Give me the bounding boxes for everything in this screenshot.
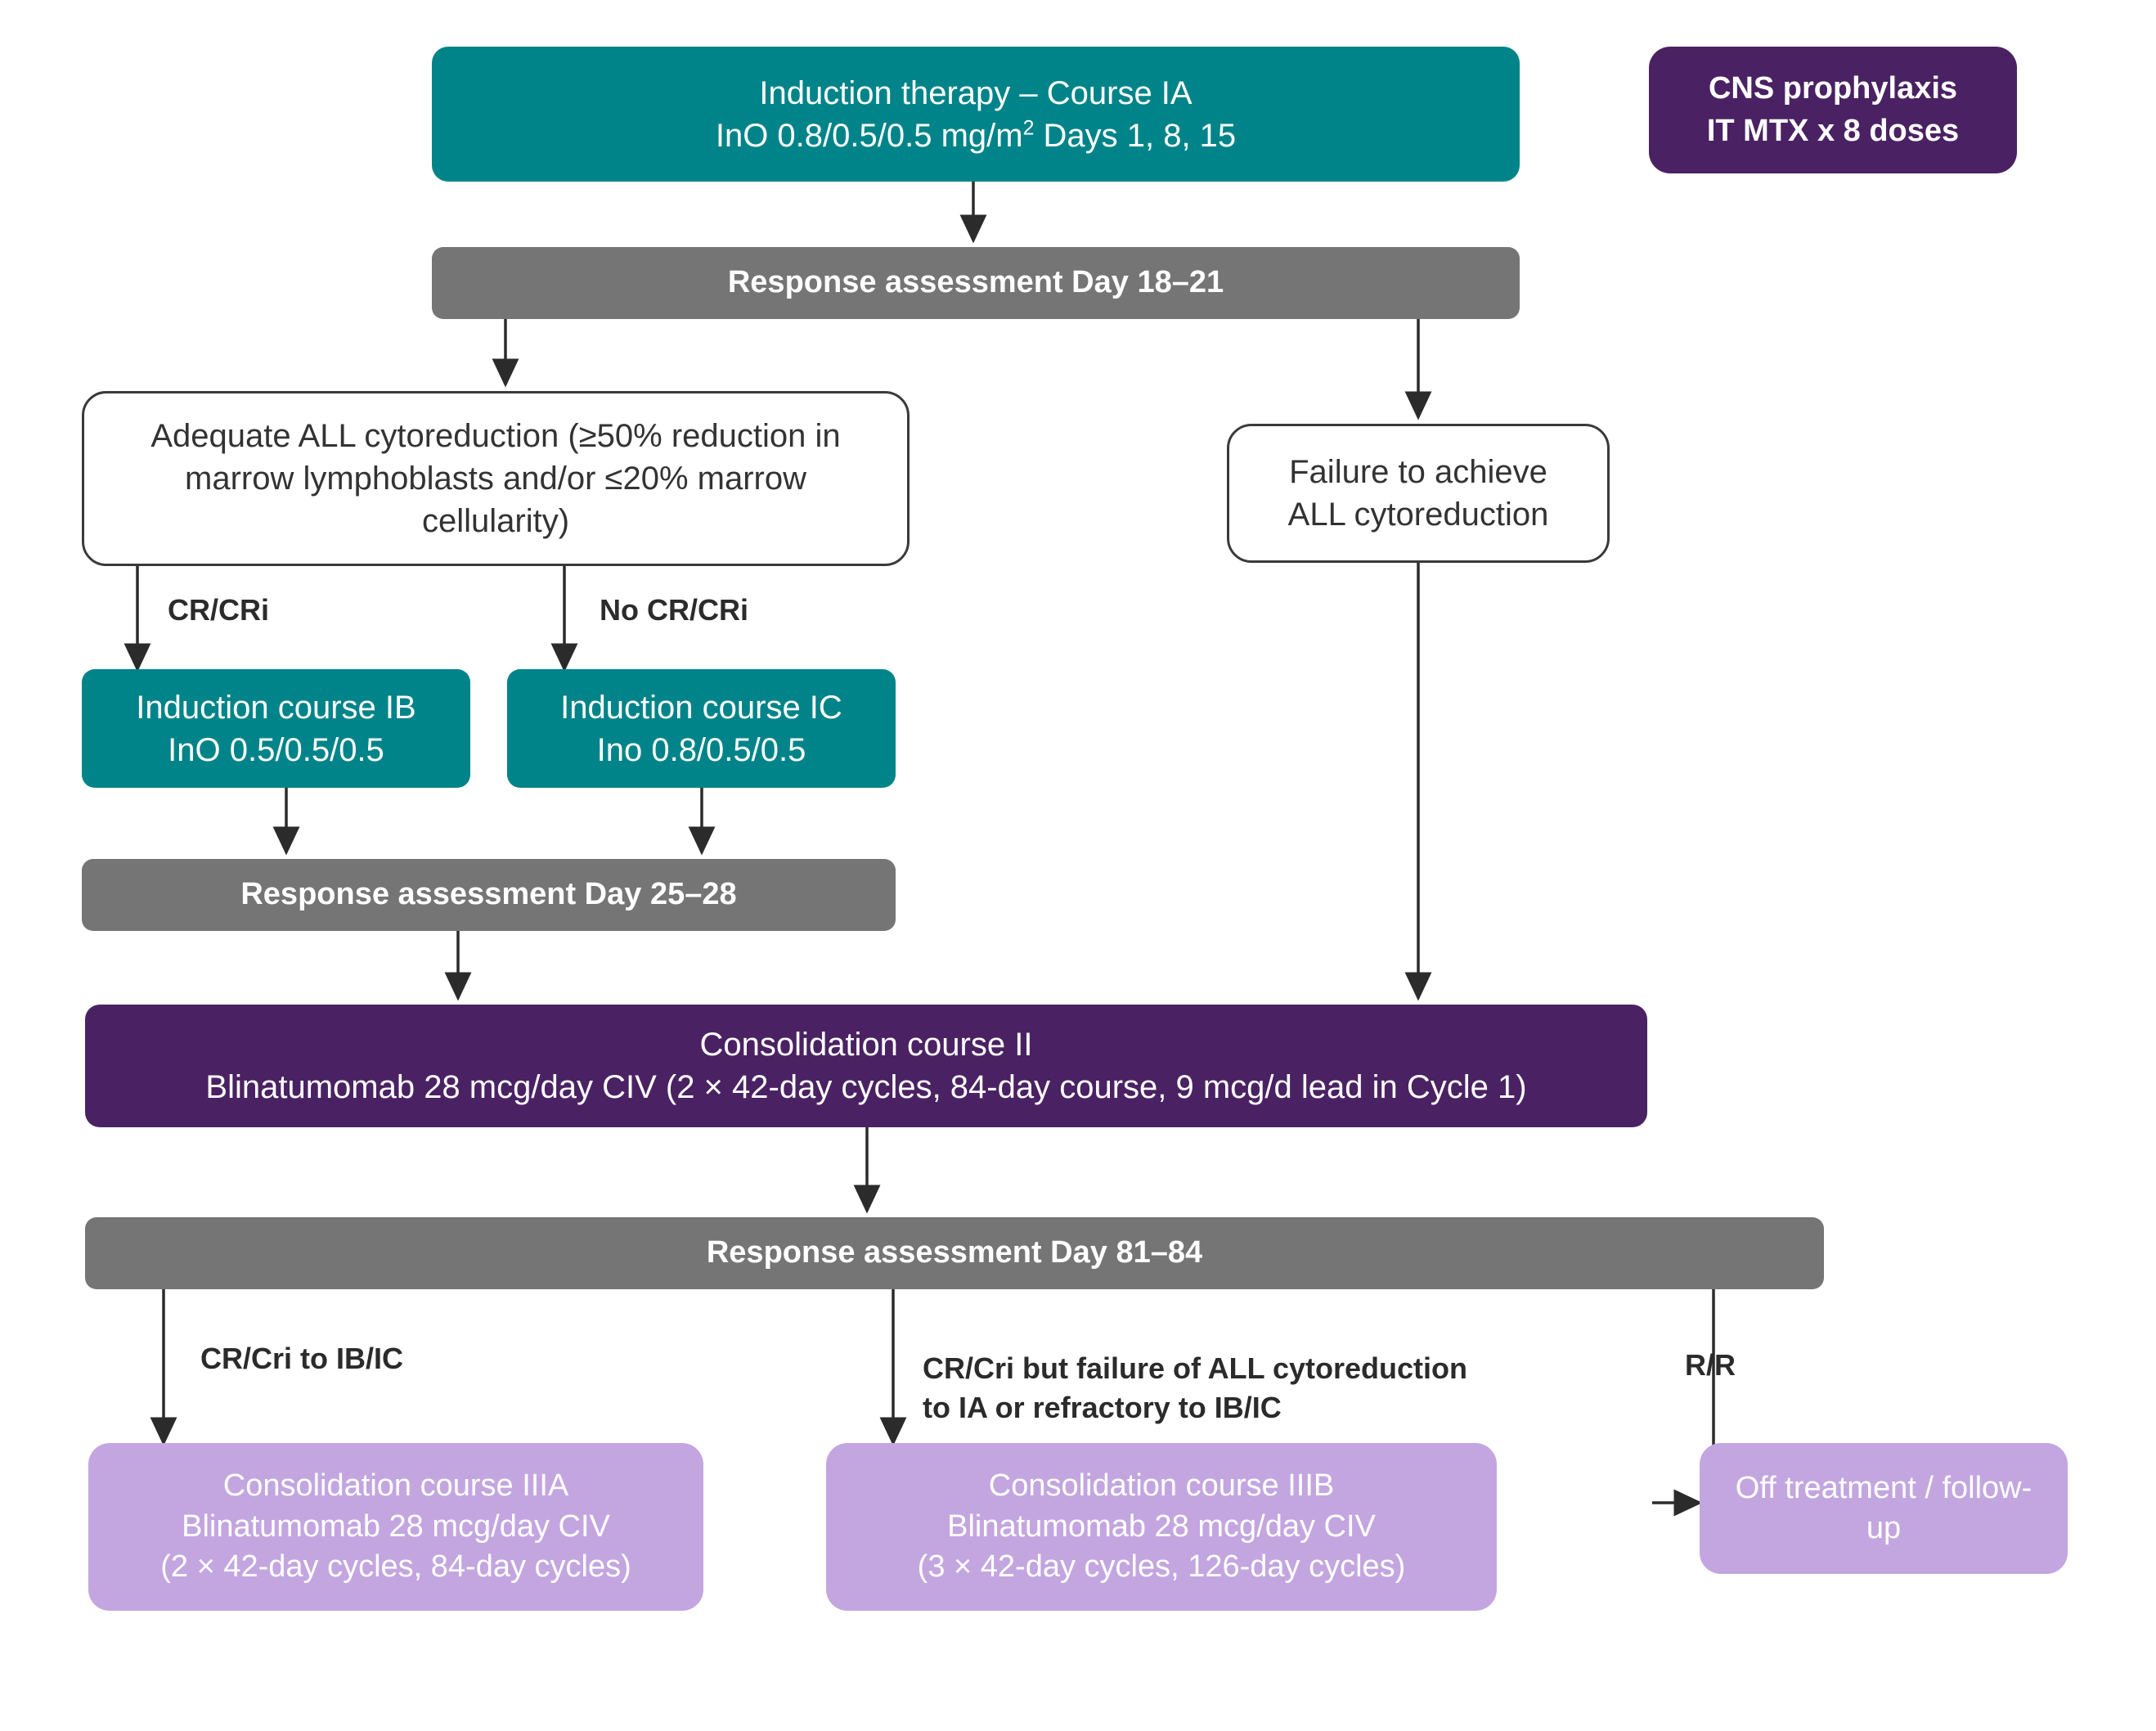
node-induction-course-ic[interactable]: Induction course IC Ino 0.8/0.5/0.5 [507,669,896,788]
assessment-18-21-label: Response assessment Day 18–21 [727,265,1224,300]
cns-prophylaxis-line2: IT MTX x 8 doses [1706,113,1960,148]
node-consolidation-course-iiib[interactable]: Consolidation course IIIB Blinatumomab 2… [826,1443,1497,1611]
adequate-cytoreduction-line2: marrow lymphoblasts and/or ≤20% marrow [185,461,806,497]
cns-prophylaxis-line1: CNS prophylaxis [1708,71,1958,106]
consolidation-ii-line2: Blinatumomab 28 mcg/day CIV (2 × 42-day … [205,1069,1527,1105]
edge-label-no-cr-cri: No CR/CRi [600,593,748,627]
edge-label-cr-cri-failure: CR/Cri but failure of ALL cytoreduction … [923,1309,1467,1428]
edge-label-cr-cri-to-ib-ic: CR/Cri to IB/IC [200,1342,403,1375]
consolidation-iiia-line2: Blinatumomab 28 mcg/day CIV [182,1508,610,1544]
node-induction-therapy-course-ia[interactable]: Induction therapy – Course IA InO 0.8/0.… [432,47,1520,182]
consolidation-ii-line1: Consolidation course II [699,1027,1033,1063]
edge-label-rr: R/R [1685,1348,1736,1382]
node-cns-prophylaxis[interactable]: CNS prophylaxis IT MTX x 8 doses [1649,47,2017,173]
induction-ia-line1: Induction therapy – Course IA [759,74,1193,111]
assessment-81-84-label: Response assessment Day 81–84 [706,1235,1203,1270]
off-treatment-line1: Off treatment / follow- [1735,1470,2032,1505]
off-treatment-line2: up [1866,1511,1902,1545]
node-adequate-all-cytoreduction[interactable]: Adequate ALL cytoreduction (≥50% reducti… [82,391,910,566]
failure-cytoreduction-line1: Failure to achieve [1289,454,1547,490]
adequate-cytoreduction-line1: Adequate ALL cytoreduction (≥50% reducti… [150,418,841,454]
edge-label-cr-cri-failure-line1: CR/Cri but failure of ALL cytoreduction [923,1351,1468,1385]
node-failure-to-achieve-cytoreduction[interactable]: Failure to achieve ALL cytoreduction [1227,424,1610,563]
node-consolidation-course-ii[interactable]: Consolidation course II Blinatumomab 28 … [85,1005,1647,1127]
node-response-assessment-day-81-84[interactable]: Response assessment Day 81–84 [85,1217,1824,1289]
superscript-2: 2 [1022,117,1035,140]
node-response-assessment-day-25-28[interactable]: Response assessment Day 25–28 [82,859,896,931]
node-response-assessment-day-18-21[interactable]: Response assessment Day 18–21 [432,247,1520,319]
failure-cytoreduction-line2: ALL cytoreduction [1287,497,1549,533]
consolidation-iiia-line3: (2 × 42-day cycles, 84-day cycles) [160,1549,631,1585]
adequate-cytoreduction-line3: cellularity) [421,503,570,539]
induction-ic-line1: Induction course IC [560,689,842,726]
edge-label-cr-cri-failure-line2: to IA or refractory to IB/IC [923,1391,1282,1425]
consolidation-iiib-line3: (3 × 42-day cycles, 126-day cycles) [917,1549,1406,1585]
node-consolidation-course-iiia[interactable]: Consolidation course IIIA Blinatumomab 2… [88,1443,703,1611]
consolidation-iiib-line1: Consolidation course IIIB [988,1468,1335,1504]
induction-ic-line2: Ino 0.8/0.5/0.5 [596,731,806,768]
consolidation-iiia-line1: Consolidation course IIIA [222,1468,569,1504]
assessment-25-28-label: Response assessment Day 25–28 [240,877,737,912]
edge-label-cr-cri: CR/CRi [168,593,269,627]
induction-ib-line1: Induction course IB [136,689,416,726]
induction-ia-line2: InO 0.8/0.5/0.5 mg/m2 Days 1, 8, 15 [715,117,1237,154]
node-induction-course-ib[interactable]: Induction course IB InO 0.5/0.5/0.5 [82,669,470,788]
consolidation-iiib-line2: Blinatumomab 28 mcg/day CIV [947,1508,1376,1544]
node-off-treatment-follow-up[interactable]: Off treatment / follow- up [1700,1443,2068,1574]
induction-ib-line2: InO 0.5/0.5/0.5 [168,731,384,768]
